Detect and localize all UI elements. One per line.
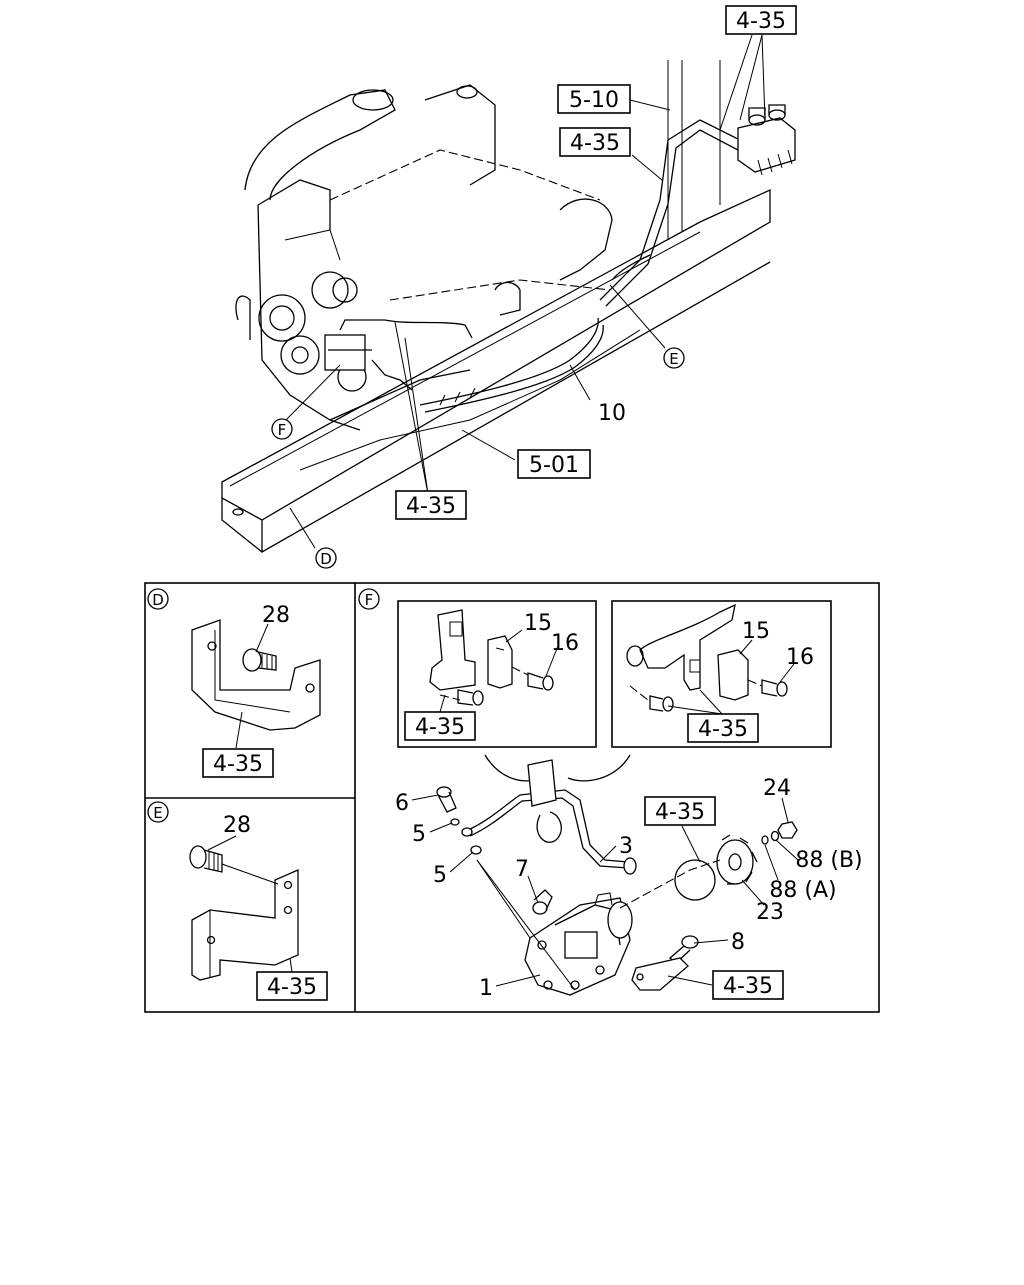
detail-panels-frame xyxy=(144,582,880,1013)
engine-block xyxy=(235,84,613,431)
panel-f-bolt-7 xyxy=(532,889,553,915)
part-number-5-upper: 5 xyxy=(412,822,426,847)
inset-right-bolt-number: 16 xyxy=(786,645,814,670)
air-pump-assembly xyxy=(324,319,473,391)
inset-left-bolt-lower xyxy=(457,689,484,706)
gear-23 xyxy=(716,834,758,885)
panel-d-bracket xyxy=(191,619,321,731)
part-number-7: 7 xyxy=(515,857,529,882)
washer-5-upper xyxy=(450,818,460,826)
panel-f-ref-gear: 4-35 xyxy=(644,796,716,826)
washer-88b xyxy=(770,830,780,842)
panel-f-tag: F xyxy=(358,588,380,610)
part-number-1: 1 xyxy=(479,976,493,1001)
part-number-88a: 88 (A) xyxy=(769,878,836,903)
part-number-5-lower: 5 xyxy=(433,863,447,888)
fitting-5 xyxy=(461,827,473,837)
detail-marker-f: F xyxy=(271,418,293,440)
panel-f-ref-bottom: 4-35 xyxy=(712,970,784,1000)
part-number-3: 3 xyxy=(619,834,633,859)
inset-right-bolt-lower xyxy=(649,695,674,712)
ref-bottom-center-text: 4-35 xyxy=(406,494,456,519)
inset-left-bolt-number: 16 xyxy=(551,631,579,656)
ref-box-top-right: 4-35 xyxy=(725,5,797,35)
inset-left-bolt-16 xyxy=(527,672,554,691)
panel-d-bolt-number: 28 xyxy=(262,603,290,628)
gasket-plate xyxy=(631,957,689,991)
engine-main-view: 4-35 5-10 4-35 5-01 4-35 10 F D xyxy=(221,5,797,569)
panel-f-bolt-8 xyxy=(668,935,699,964)
inset-right-bolt-16 xyxy=(761,679,788,697)
panel-e-ref-box: 4-35 xyxy=(256,971,328,1001)
hose-10 xyxy=(419,317,604,413)
ref-frame-text: 5-01 xyxy=(529,453,579,478)
detail-marker-f-text: F xyxy=(278,421,287,439)
panel-d-ref-text: 4-35 xyxy=(213,752,263,777)
ref-box-pipe-upper: 5-10 xyxy=(557,84,631,114)
part-number-hose: 10 xyxy=(598,401,626,426)
panel-d: D 28 4-35 xyxy=(147,588,321,778)
inset-left-bracket-number: 15 xyxy=(524,611,552,636)
inset-left-ref-text: 4-35 xyxy=(415,715,465,740)
valve-block xyxy=(737,104,796,176)
part-number-6: 6 xyxy=(395,791,409,816)
panel-d-bolt xyxy=(242,648,277,672)
panel-d-tag-text: D xyxy=(152,591,164,609)
panel-e-ref-text: 4-35 xyxy=(267,975,317,1000)
panel-e-bolt-number: 28 xyxy=(223,813,251,838)
inset-right-ref-text: 4-35 xyxy=(698,717,748,742)
detail-marker-e-text: E xyxy=(669,350,678,368)
engine-pulleys xyxy=(258,271,367,392)
nut-24 xyxy=(777,821,798,839)
panel-e-bolt xyxy=(189,845,279,885)
panel-f-bolt-6 xyxy=(436,786,457,813)
panel-e-bracket xyxy=(191,869,299,981)
ref-box-pipe-lower: 4-35 xyxy=(559,127,631,157)
detail-marker-d-text: D xyxy=(320,550,332,568)
panel-f-leaders xyxy=(411,794,799,991)
panel-f-inset-left: 15 16 4-35 xyxy=(397,600,597,748)
detail-marker-e: E xyxy=(663,347,685,369)
air-pipe-3 xyxy=(467,759,637,875)
ref-box-bottom-center: 4-35 xyxy=(395,490,467,520)
panel-f-tag-text: F xyxy=(365,591,374,609)
panel-d-tag: D xyxy=(147,588,169,610)
washer-88a xyxy=(761,835,769,845)
panel-d-ref-box: 4-35 xyxy=(202,748,274,778)
panel-f-inset-right: 15 16 4-35 xyxy=(611,600,832,748)
panel-e-tag-text: E xyxy=(153,804,162,822)
ref-box-frame: 5-01 xyxy=(517,449,591,479)
inset-right-bracket-number: 15 xyxy=(742,619,770,644)
ref-top-right-text: 4-35 xyxy=(736,9,786,34)
panel-f: F 15 16 4-35 xyxy=(358,588,863,1001)
part-number-8: 8 xyxy=(731,930,745,955)
o-ring xyxy=(674,859,716,901)
washer-5-lower xyxy=(470,845,482,855)
ref-pipe-lower-text: 4-35 xyxy=(570,131,620,156)
part-number-23: 23 xyxy=(756,900,784,925)
panel-f-ref-gear-text: 4-35 xyxy=(655,800,705,825)
detail-marker-d: D xyxy=(315,547,337,569)
part-number-88b: 88 (B) xyxy=(795,848,862,873)
part-number-24: 24 xyxy=(763,776,791,801)
compressor-1 xyxy=(524,892,633,996)
ref-pipe-upper-text: 5-10 xyxy=(569,88,619,113)
chassis-frame xyxy=(221,60,771,554)
panel-f-ref-bottom-text: 4-35 xyxy=(723,974,773,999)
panel-e: E 28 4-35 xyxy=(147,801,328,1001)
main-leader-lines xyxy=(285,34,766,549)
panel-e-tag: E xyxy=(147,801,169,823)
